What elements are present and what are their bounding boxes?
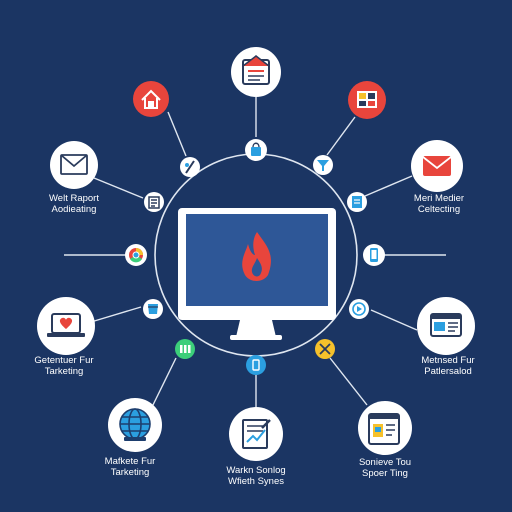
label-top-right-line2: Celtecting [417,204,461,215]
mail-icon [422,156,452,176]
label-top-left: Welt Raport Aodieating [36,193,112,215]
funnel-icon [317,160,329,171]
file-icon [352,196,362,208]
label-bottom-center-line1: Warkn Sonlog [226,465,286,476]
label-mid-right: Metnsed Fur Patlersalod [408,355,488,377]
dots-icon [180,345,191,353]
label-mid-left-line2: Tarketing [44,366,84,377]
small-node-list[interactable] [144,192,164,212]
home-icon [141,89,161,109]
flame-inner-icon [251,258,262,277]
document-icon [242,55,270,85]
label-top-right-line1: Meri Medier [413,193,465,204]
label-bottom-left: Mafkete Fur Tarketing [90,456,170,478]
bag-icon [251,142,261,156]
small-node-funnel[interactable] [313,155,333,175]
phone-icon [370,248,378,262]
label-mid-left: Getentuer Fur Tarketing [24,355,104,377]
small-node-bag[interactable] [245,139,267,161]
tag-icon [252,359,260,371]
label-bottom-left-line2: Tarketing [110,467,150,478]
home-node[interactable] [133,81,169,117]
report-node[interactable] [229,407,283,461]
small-node-tools[interactable] [315,339,335,359]
chrome-icon [129,248,143,263]
small-node-tag[interactable] [246,355,266,375]
label-mid-right-line2: Patlersalod [424,366,472,377]
email-left-node[interactable] [50,141,98,189]
label-top-right: Meri Medier Celtecting [400,193,478,215]
connector-lines [64,97,446,409]
video-node[interactable] [417,297,475,355]
play-icon [352,302,366,316]
small-node-cup[interactable] [143,299,163,319]
photo-grid-icon [357,91,377,108]
small-node-play[interactable] [349,299,369,319]
flame-icon [242,232,271,281]
label-bottom-center: Warkn Sonlog Wfieth Synes [216,465,296,487]
label-bottom-right-line2: Spoer Ting [362,468,408,479]
list-icon [148,196,160,209]
laptop-heart-icon [47,313,85,337]
globe-node[interactable] [108,398,162,452]
label-bottom-right: Sonieve Tou Spoer Ting [345,457,425,479]
document-node[interactable] [231,47,281,97]
video-window-icon [430,313,462,337]
presentation-node[interactable] [358,401,412,455]
chart-report-icon [242,419,271,449]
label-top-left-line2: Aodieating [51,204,97,215]
label-top-left-line1: Welt Raport [49,193,99,204]
small-node-chrome[interactable] [125,244,147,266]
globe-icon [119,408,151,441]
label-bottom-center-line2: Wfieth Synes [228,476,284,487]
email-right-node[interactable] [411,140,463,192]
cup-icon [148,304,158,314]
label-mid-left-line1: Getentuer Fur [34,355,94,366]
email-icon [60,154,88,175]
small-node-file[interactable] [347,192,367,212]
gallery-node[interactable] [348,81,386,119]
small-node-phone[interactable] [363,244,385,266]
small-node-dots[interactable] [175,339,195,359]
small-node-pen[interactable] [180,157,200,177]
tools-icon [319,343,331,355]
presentation-icon [368,413,400,445]
label-mid-right-line1: Metnsed Fur [421,355,475,366]
label-bottom-left-line1: Mafkete Fur [104,456,156,467]
label-bottom-right-line1: Sonieve Tou [358,457,412,468]
laptop-node[interactable] [37,297,95,355]
pen-icon [185,160,195,174]
